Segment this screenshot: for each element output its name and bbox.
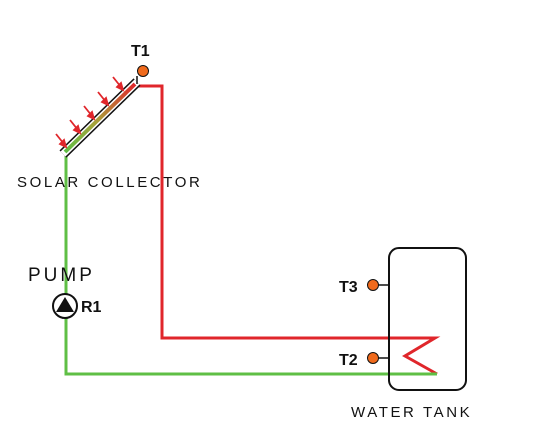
sun-ray-arrow-icon	[97, 91, 110, 107]
sun-ray-arrow-icon	[69, 119, 82, 135]
water-tank	[388, 247, 467, 391]
sensor-t2-label: T2	[339, 352, 358, 369]
water-tank-label: WATER TANK	[351, 404, 472, 421]
sensor-t2-icon	[367, 352, 379, 364]
cold-return-pipe	[64, 156, 437, 376]
sun-ray-arrow-icon	[55, 133, 68, 149]
sun-ray-arrow-icon	[112, 76, 125, 92]
pump-label: PUMP	[28, 265, 95, 286]
sensor-t3-icon	[367, 279, 379, 291]
sensor-t1-label: T1	[131, 43, 150, 60]
sun-ray-arrow-icon	[83, 105, 96, 121]
hot-flow-pipe	[135, 84, 441, 376]
sun-ray-arrows	[55, 76, 125, 149]
sensor-t3-label: T3	[339, 279, 358, 296]
pump-r1-label: R1	[81, 299, 102, 316]
sensor-t1-icon	[137, 65, 149, 77]
solar-collector-label: SOLAR COLLECTOR	[17, 174, 202, 191]
pump-r1-icon	[52, 293, 78, 319]
solar-collector-panel	[59, 78, 141, 158]
